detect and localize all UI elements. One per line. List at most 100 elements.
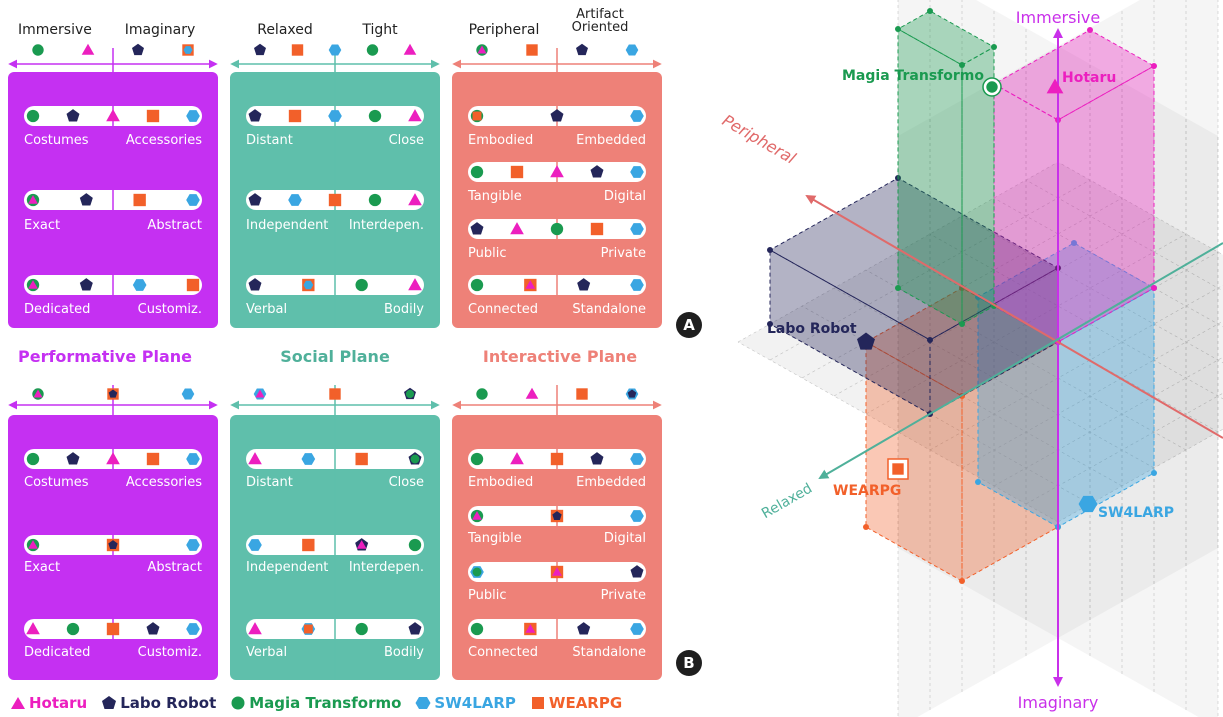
- magia-marker: [368, 109, 382, 123]
- hotaru-marker: [248, 622, 262, 635]
- sw4larp-marker: [630, 110, 644, 122]
- sw4larp-marker: [630, 223, 644, 235]
- row-right-label: Abstract: [147, 218, 202, 233]
- magia-marker: [366, 44, 379, 56]
- vertex-dot: [895, 26, 901, 32]
- hotaru-marker: [552, 567, 562, 576]
- hotaru-marker: [26, 622, 40, 635]
- square-icon: [531, 697, 544, 709]
- magia-marker: [355, 622, 368, 636]
- row-right-label: Close: [388, 475, 424, 490]
- label-labo-robot: Labo Robot: [767, 321, 857, 337]
- hotaru-marker: [472, 511, 482, 520]
- sw4larp-marker: [625, 44, 639, 56]
- wearpg-marker: [355, 452, 368, 466]
- labo-marker: [79, 278, 93, 291]
- wearpg-marker: [146, 452, 160, 466]
- legend-item-labo-robot: Labo Robot: [101, 694, 216, 712]
- sw4larp-marker: [328, 110, 342, 122]
- peripheral-axis: [805, 194, 1223, 439]
- hotaru-marker: [106, 109, 120, 122]
- sw4larp-marker: [186, 453, 200, 465]
- hotaru-marker: [28, 195, 38, 204]
- magia-marker: [32, 44, 44, 56]
- grid-line: [833, 287, 1155, 469]
- row-left-label: Costumes: [24, 475, 89, 490]
- row-left-label: Distant: [246, 475, 293, 490]
- legend-label: Magia Transformo: [249, 694, 402, 712]
- magia-marker: [550, 222, 564, 236]
- row-right-label: Interdepen.: [348, 218, 424, 233]
- sw4larp-marker: [303, 280, 314, 290]
- wearpg-marker: [472, 111, 482, 121]
- wearpg-marker: [303, 624, 313, 634]
- row-right-label: Standalone: [572, 302, 646, 317]
- magia-marker: [26, 109, 40, 123]
- wearpg-marker: [510, 165, 524, 179]
- hotaru-marker: [510, 222, 524, 235]
- label-sw4larp: SW4LARP: [1098, 505, 1174, 521]
- row-left-label: Exact: [24, 560, 61, 575]
- hotaru-marker: [28, 540, 38, 549]
- sw4larp-marker: [186, 194, 200, 206]
- magia-marker: [472, 567, 482, 577]
- sw4larp-marker: [630, 510, 644, 522]
- grid-line: [737, 161, 1059, 343]
- vertex-dot: [1071, 240, 1077, 246]
- label-hotaru: Hotaru: [1062, 70, 1116, 86]
- row-left-label: Tangible: [468, 189, 522, 204]
- hotaru-marker: [248, 452, 262, 465]
- hotaru-marker: [33, 389, 43, 398]
- grid-line: [897, 251, 1219, 433]
- row-right-label: Interdepen.: [348, 560, 424, 575]
- vertex-dot: [927, 8, 933, 14]
- row-left-label: Independent: [246, 218, 329, 233]
- row-left-label: Embodied: [468, 475, 534, 490]
- row-right-label: Digital: [603, 189, 646, 204]
- header-relaxed: Relaxed: [257, 22, 313, 38]
- vertex-dot: [927, 337, 933, 343]
- interactive-plane-title: Interactive Plane: [482, 347, 638, 366]
- magia-marker: [470, 165, 484, 179]
- vertex-dot: [975, 479, 981, 485]
- labo-marker: [79, 193, 93, 206]
- row-left-label: Verbal: [246, 645, 288, 660]
- header-imaginary: Imaginary: [124, 22, 196, 38]
- row-right-label: Digital: [603, 531, 646, 546]
- legend-item-sw4larp: SW4LARP: [415, 694, 516, 712]
- wearpg-endpoint-marker: [892, 463, 904, 475]
- grid-line: [929, 233, 1223, 400]
- labo-marker: [470, 222, 484, 235]
- grid-line: [865, 233, 1187, 415]
- sw4larp-marker: [186, 110, 200, 122]
- row-left-label: Connected: [468, 302, 539, 317]
- sw4larp-marker: [630, 623, 644, 635]
- row-left-label: Costumes: [24, 133, 89, 148]
- labo-robot-endpoint-marker: [857, 332, 875, 350]
- legend-item-magia-transformo: Magia Transformo: [230, 694, 401, 712]
- labo-marker: [66, 452, 80, 465]
- hotaru-marker: [510, 452, 524, 465]
- hotaru-marker: [81, 43, 95, 55]
- hotaru-marker: [550, 165, 564, 178]
- wearpg-marker: [590, 222, 604, 236]
- row-left-label: Distant: [246, 133, 293, 148]
- vertex-dot: [959, 321, 965, 327]
- magia-marker: [470, 622, 484, 636]
- hotaru-marker: [356, 540, 367, 549]
- cube-axes: [805, 28, 1223, 687]
- row-right-label: Embedded: [576, 133, 646, 148]
- labo-marker: [550, 109, 564, 122]
- magia-marker: [368, 193, 382, 207]
- relaxed-axis: [818, 242, 1223, 480]
- wearpg-marker: [146, 109, 160, 123]
- wearpg-marker: [106, 622, 120, 636]
- labo-marker: [66, 109, 80, 122]
- wearpg-marker: [526, 44, 538, 56]
- hotaru-endpoint-marker: [1046, 78, 1064, 94]
- vertex-dot: [1151, 470, 1157, 476]
- cube-markers: [857, 77, 1098, 513]
- header-tight: Tight: [362, 22, 398, 38]
- grid-line: [833, 215, 1155, 397]
- wearpg-marker: [186, 278, 200, 292]
